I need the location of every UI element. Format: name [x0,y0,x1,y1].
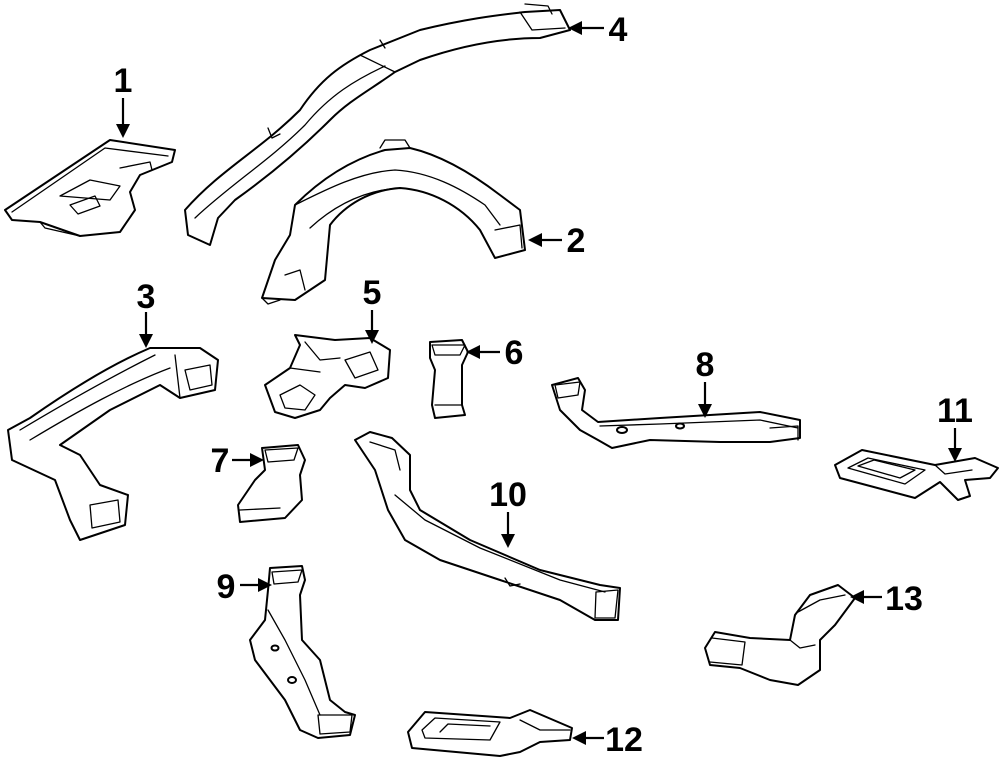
part-5-bracket-connector[interactable] [264,334,391,419]
callout-8-label: 8 [696,346,715,384]
callout-11: 11 [937,392,973,462]
callout-6-label: 6 [505,334,524,372]
part-8-side-duct[interactable] [551,377,801,449]
part-1-panel-duct[interactable] [4,139,176,237]
callout-9-label: 9 [217,568,236,606]
callout-3: 3 [137,278,156,348]
callout-13-label: 13 [885,580,923,618]
callout-1-label: 1 [114,62,133,100]
callout-10-label: 10 [489,476,527,514]
part-3-floor-duct[interactable] [7,347,219,541]
part-4-upper-duct[interactable] [184,3,571,246]
callout-1: 1 [114,62,133,138]
callout-12-label: 12 [605,721,643,759]
callout-6: 6 [466,334,523,372]
callout-7: 7 [211,442,264,480]
callout-5: 5 [363,274,382,344]
part-6-short-duct[interactable] [429,339,469,419]
part-10-diagonal-duct[interactable] [354,431,621,621]
callout-11-label: 11 [937,392,973,430]
callout-2-label: 2 [567,222,586,260]
part-11-vent-outlet[interactable] [834,449,999,501]
callout-13: 13 [850,580,923,618]
callout-4: 4 [568,11,628,49]
callout-8: 8 [696,346,715,418]
callout-5-label: 5 [363,274,382,312]
part-13-floor-duct[interactable] [704,584,856,686]
part-7-elbow-duct[interactable] [237,444,306,523]
callout-7-label: 7 [211,442,230,480]
part-2-arched-duct[interactable] [261,139,526,305]
callout-3-label: 3 [137,278,156,316]
callout-12: 12 [572,721,643,759]
callout-4-label: 4 [609,11,628,49]
part-9-vertical-duct[interactable] [249,565,356,739]
part-12-vent-outlet[interactable] [407,709,573,757]
callout-9: 9 [217,568,272,606]
callout-2: 2 [528,222,585,260]
callout-10: 10 [489,476,527,548]
